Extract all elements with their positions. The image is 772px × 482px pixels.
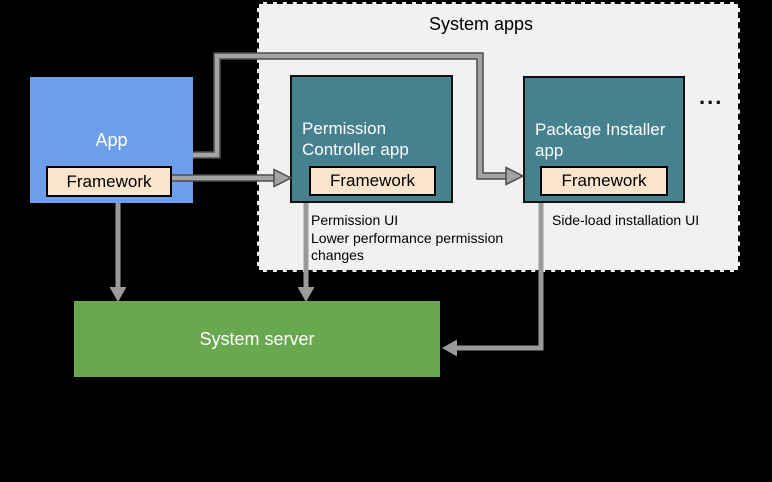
permission-controller-framework-label: Framework [329,171,415,190]
package-installer-framework-box: Framework [540,166,668,196]
arrowhead-icon [442,339,457,357]
arrowhead-icon [297,287,315,302]
connector-app-to-system-server [109,203,127,302]
app-framework-label: Framework [66,171,152,191]
system-server-label: System server [199,328,315,349]
package-installer-framework-label: Framework [561,171,647,190]
more-apps-ellipsis: ... [699,84,724,109]
package-installer-app-label: Package Installer app [535,120,666,160]
system-server-box: System server [74,301,440,377]
arrowhead-icon [109,287,127,302]
package-installer-annotation: Side-load installation UI [552,212,700,228]
app-framework-box: Framework [46,166,172,197]
permission-controller-annotation: Permission UI Lower performance permissi… [311,212,504,263]
permission-controller-framework-box: Framework [309,166,436,196]
permission-controller-app-label: Permission Controller app [302,119,409,159]
app-box-label: App [95,130,128,150]
system-apps-title: System apps [429,14,534,34]
